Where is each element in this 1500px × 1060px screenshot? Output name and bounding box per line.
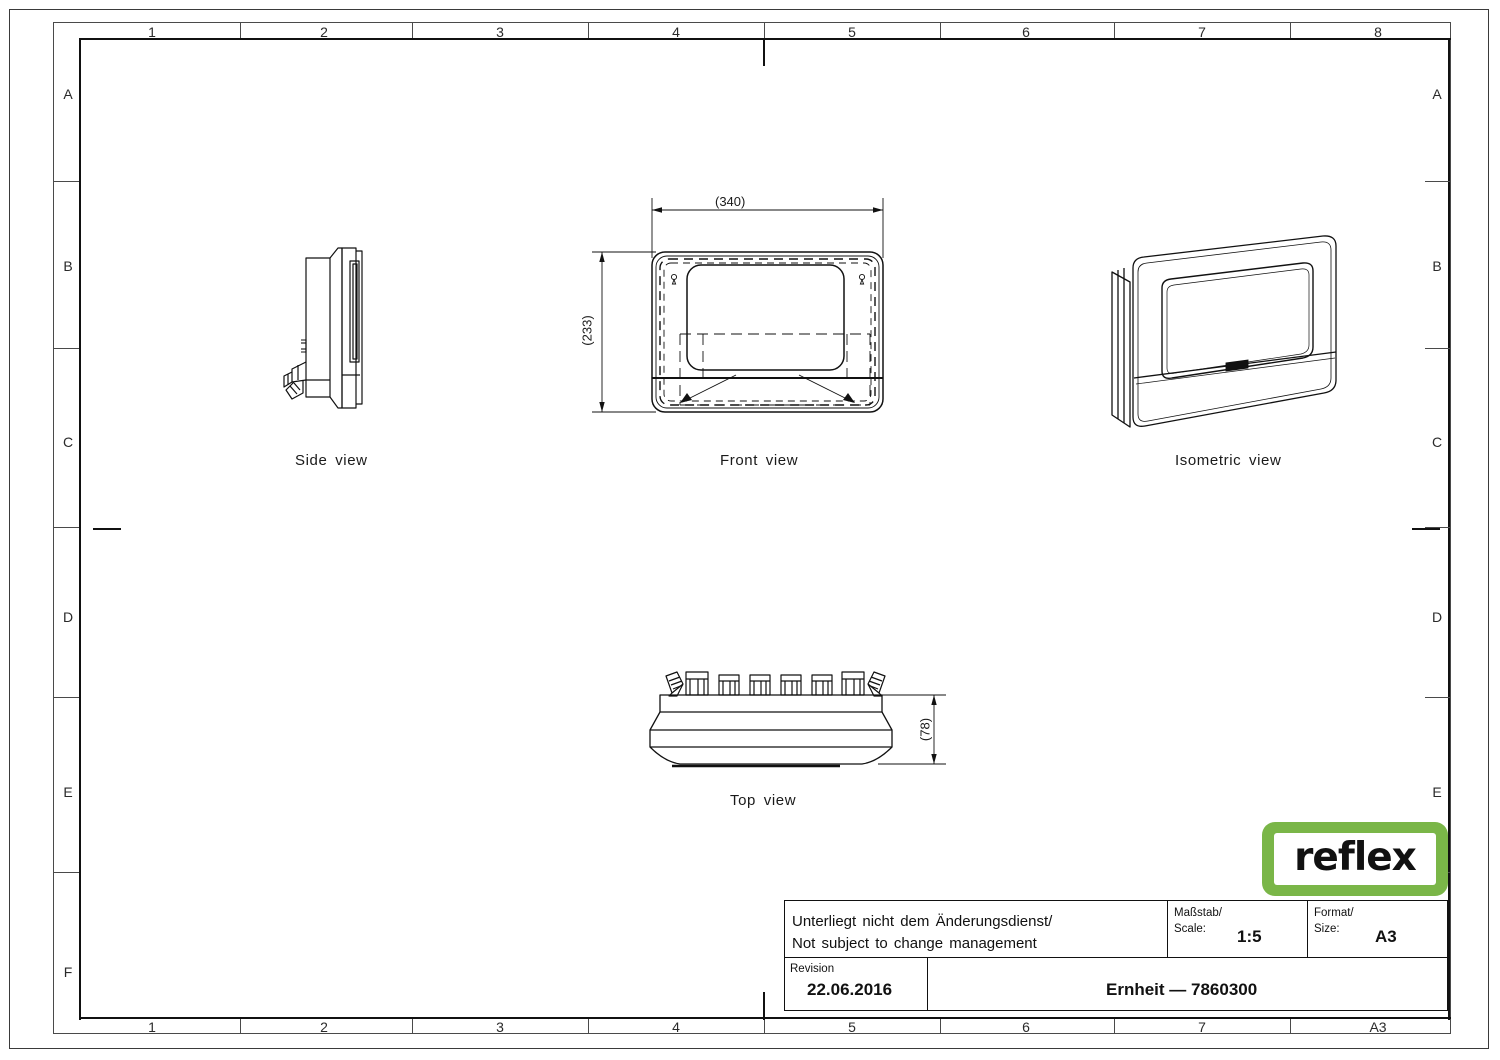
center-mark-right — [1412, 528, 1440, 531]
zone-tick-right — [1425, 527, 1450, 529]
zone-tick-left — [54, 181, 79, 183]
zone-tick-bottom — [940, 1019, 942, 1034]
front-view-drawing: (340) (233) Front view — [570, 180, 940, 469]
zone-number-bottom-3: 3 — [496, 1019, 504, 1035]
isometric-view-drawing: Isometric view — [1070, 230, 1360, 469]
zone-number-bottom-7: 7 — [1198, 1019, 1206, 1035]
zone-letter-right-e: E — [1432, 784, 1442, 800]
format-label-de: Format/ — [1314, 907, 1354, 919]
top-view-label: Top view — [730, 792, 797, 809]
scale-value: 1:5 — [1237, 927, 1262, 946]
top-height-dimension: (78) — [917, 717, 933, 742]
zone-letter-left-f: F — [63, 964, 73, 980]
paper-edge — [9, 9, 1489, 1049]
format-value: A3 — [1375, 927, 1397, 946]
zone-tick-bottom — [764, 1019, 766, 1034]
zone-tick-top — [764, 23, 766, 38]
zone-letter-right-b: B — [1432, 258, 1442, 274]
drawing-border-right — [1448, 38, 1451, 1020]
zone-number-top-4: 4 — [672, 24, 680, 40]
reflex-logo-text: reflex — [1294, 835, 1417, 880]
front-view-label: Front view — [720, 452, 799, 469]
reflex-logo: reflex — [1262, 822, 1448, 896]
zone-tick-left — [54, 348, 79, 350]
center-mark-top — [763, 38, 766, 66]
zone-letter-left-d: D — [62, 609, 74, 625]
zone-number-top-1: 1 — [148, 24, 156, 40]
drawing-title: Ernheit — 7860300 — [1106, 980, 1258, 999]
zone-number-bottom-1: 1 — [148, 1019, 156, 1035]
zone-number-top-3: 3 — [496, 24, 504, 40]
zone-letter-right-a: A — [1432, 86, 1442, 102]
front-height-dimension: (233) — [579, 315, 595, 346]
format-label-en: Size: — [1314, 923, 1340, 935]
zone-tick-left — [54, 697, 79, 699]
zone-tick-bottom — [588, 1019, 590, 1034]
zone-number-top-2: 2 — [320, 24, 328, 40]
front-width-dimension: (340) — [715, 194, 746, 209]
top-view-drawing: (78) Top view — [620, 650, 970, 820]
reflex-logo-inner: reflex — [1274, 833, 1436, 885]
zone-number-top-8: 8 — [1374, 24, 1382, 40]
zone-tick-left — [54, 527, 79, 529]
side-view-drawing: Side view — [270, 230, 440, 469]
change-notice-line1: Unterliegt nicht dem Änderungsdienst/ — [792, 913, 1053, 930]
zone-number-bottom-a3: A3 — [1369, 1019, 1387, 1035]
scale-label-de: Maßstab/ — [1174, 907, 1222, 919]
change-notice-cell — [784, 900, 1168, 958]
change-notice-line2: Not subject to change management — [792, 935, 1037, 952]
revision-value: 22.06.2016 — [807, 980, 893, 999]
revision-label: Revision — [790, 963, 835, 975]
zone-tick-top — [1114, 23, 1116, 38]
zone-number-top-7: 7 — [1198, 24, 1206, 40]
side-view-label: Side view — [295, 452, 368, 469]
zone-number-bottom-2: 2 — [320, 1019, 328, 1035]
zone-tick-bottom — [412, 1019, 414, 1034]
zone-tick-right — [1425, 697, 1450, 699]
zone-letter-left-c: C — [62, 434, 74, 450]
zone-tick-top — [412, 23, 414, 38]
zone-letter-right-d: D — [1431, 609, 1443, 625]
zone-number-bottom-4: 4 — [672, 1019, 680, 1035]
drawing-title-cell — [927, 957, 1448, 1011]
zone-number-top-5: 5 — [848, 24, 856, 40]
center-mark-bottom — [763, 992, 766, 1020]
zone-tick-top — [588, 23, 590, 38]
zone-tick-bottom — [1114, 1019, 1116, 1034]
zone-tick-right — [1425, 348, 1450, 350]
zone-number-bottom-6: 6 — [1022, 1019, 1030, 1035]
zone-letter-left-e: E — [63, 784, 73, 800]
zone-tick-right — [1425, 181, 1450, 183]
zone-letter-left-a: A — [63, 86, 73, 102]
center-mark-left — [93, 528, 121, 531]
zone-tick-bottom — [240, 1019, 242, 1034]
scale-label-en: Scale: — [1174, 923, 1206, 935]
zone-tick-left — [54, 872, 79, 874]
zone-tick-top — [240, 23, 242, 38]
zone-number-top-6: 6 — [1022, 24, 1030, 40]
zone-band — [53, 22, 1451, 1034]
zone-tick-bottom — [1290, 1019, 1292, 1034]
isometric-view-label: Isometric view — [1175, 452, 1282, 469]
zone-tick-top — [1290, 23, 1292, 38]
zone-number-bottom-5: 5 — [848, 1019, 856, 1035]
zone-letter-right-c: C — [1431, 434, 1443, 450]
zone-letter-left-b: B — [63, 258, 73, 274]
zone-tick-top — [940, 23, 942, 38]
